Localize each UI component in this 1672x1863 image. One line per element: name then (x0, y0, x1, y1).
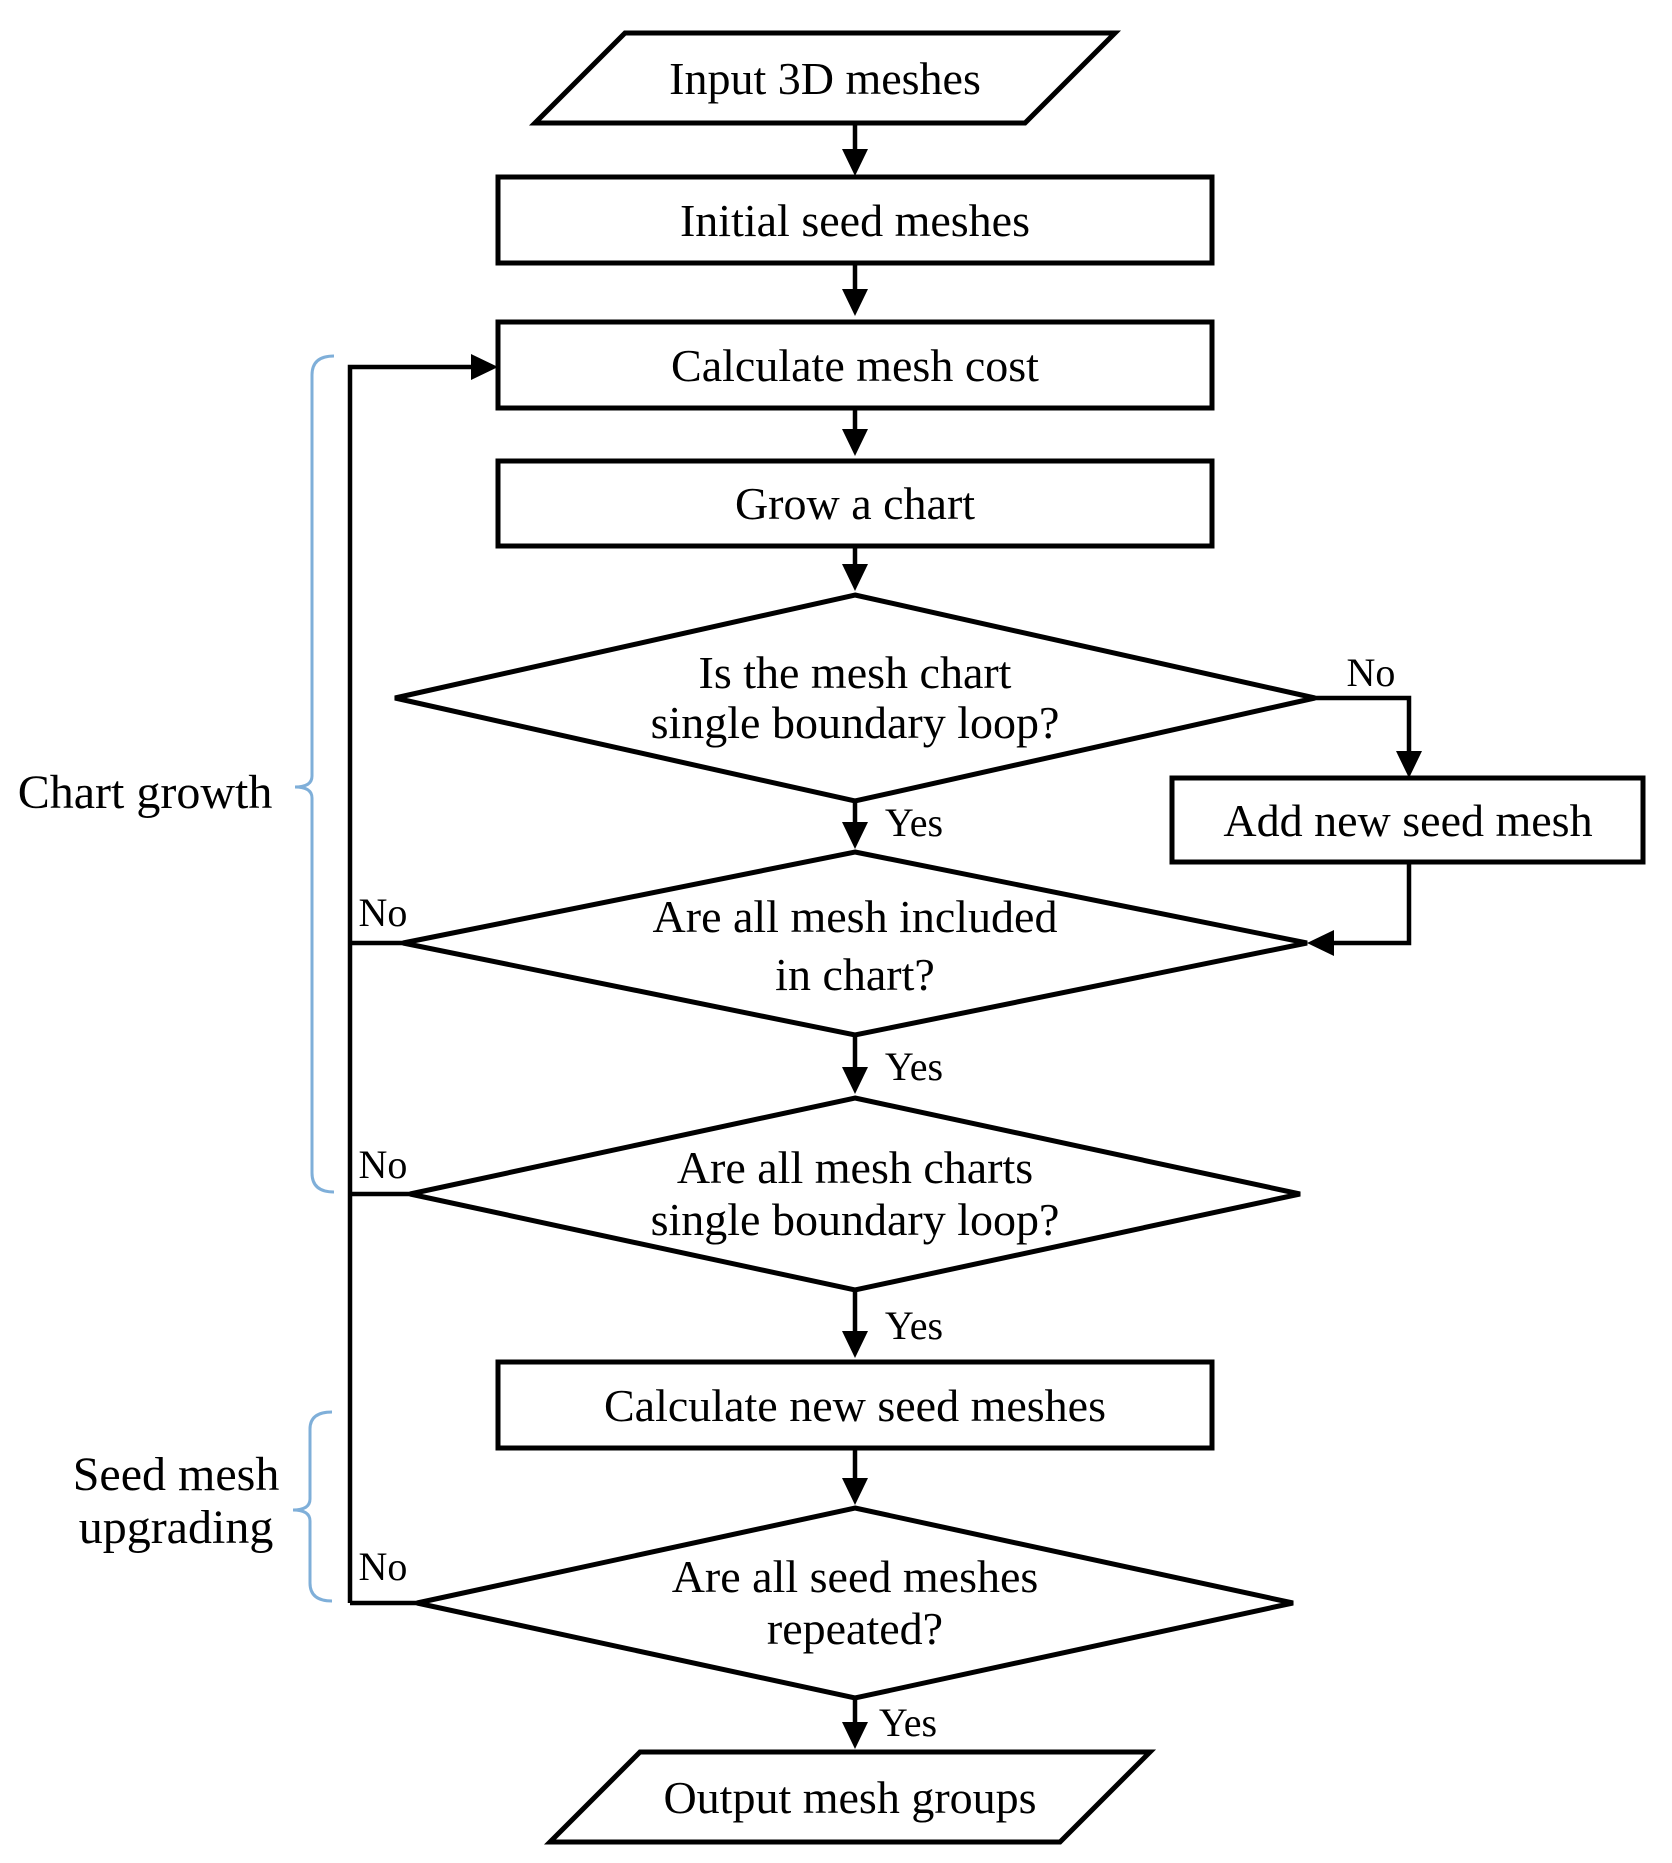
io-output-mesh-groups (543, 1749, 1157, 1845)
io-output-label: Output mesh groups (663, 1772, 1036, 1823)
process-initial-seed-meshes (495, 174, 1215, 266)
arrowhead-into-d3 (842, 1067, 868, 1094)
process-calculate-mesh-cost (495, 319, 1215, 411)
edge-feedback-line (347, 364, 473, 1603)
edge-addseed-to-d2 (1332, 862, 1412, 946)
decision-d4-line2: repeated? (767, 1603, 943, 1654)
process-add-seed-label: Add new seed mesh (1223, 795, 1592, 846)
label-no-d3: No (359, 1142, 408, 1187)
seed-mesh-upgrading-brace (292, 1410, 333, 1603)
decision-d1-line1: Is the mesh chart (699, 647, 1012, 698)
process-calculate-new-seed-meshes (495, 1359, 1215, 1451)
decision-all-mesh-included (402, 849, 1308, 1038)
decision-d1-line2: single boundary loop? (651, 697, 1060, 748)
decision-d3-line1: Are all mesh charts (677, 1142, 1033, 1193)
arrowhead-into-cost (842, 289, 868, 316)
process-calc-cost-label: Calculate mesh cost (671, 340, 1039, 391)
arrowhead-into-initial (842, 149, 868, 176)
edge-d1-no-branch (1315, 695, 1412, 753)
label-yes-d3: Yes (885, 1303, 943, 1348)
connector-lines (347, 123, 1412, 1724)
arrowhead-into-cost-left (471, 354, 498, 380)
flowchart-nodes: Input 3D meshes Initial seed meshes Calc… (394, 30, 1646, 1845)
decision-d3-line2: single boundary loop? (651, 1194, 1060, 1245)
phase-annotations: Chart growth Seed mesh upgrading (18, 354, 335, 1603)
arrowhead-into-output (842, 1722, 868, 1749)
arrowhead-into-grow (842, 429, 868, 456)
label-no-d4: No (359, 1544, 408, 1589)
chart-growth-brace (294, 354, 335, 1194)
label-no-d2: No (359, 890, 408, 935)
arrowhead-into-d2 (842, 822, 868, 849)
edge-labels: Yes Yes Yes Yes No No No No (359, 650, 1396, 1745)
label-yes-d1: Yes (885, 800, 943, 845)
decision-all-charts-single-loop (409, 1095, 1301, 1293)
arrowheads (471, 149, 1422, 1749)
arrowhead-into-calcnew (842, 1331, 868, 1358)
io-input-label: Input 3D meshes (669, 53, 981, 104)
process-calc-new-seed-label: Calculate new seed meshes (604, 1380, 1106, 1431)
process-initial-seed-label: Initial seed meshes (680, 195, 1030, 246)
label-no-d1: No (1347, 650, 1396, 695)
process-add-new-seed-mesh (1169, 775, 1646, 865)
arrowhead-into-d2-right (1307, 930, 1334, 956)
process-grow-a-chart (495, 458, 1215, 549)
chart-growth-label: Chart growth (18, 766, 273, 819)
decision-seed-meshes-repeated (416, 1505, 1294, 1701)
label-yes-d4: Yes (879, 1700, 937, 1745)
seed-mesh-upgrading-label-line2: upgrading (79, 1501, 274, 1554)
decision-d2-line1: Are all mesh included (653, 891, 1058, 942)
decision-single-boundary-loop (394, 592, 1316, 804)
io-input-3d-meshes (528, 30, 1122, 126)
process-grow-chart-label: Grow a chart (735, 478, 975, 529)
arrowhead-into-d1 (842, 564, 868, 591)
arrowhead-into-addseed (1396, 751, 1422, 778)
seed-mesh-upgrading-label-line1: Seed mesh (73, 1448, 280, 1501)
label-yes-d2: Yes (885, 1044, 943, 1089)
decision-d4-line1: Are all seed meshes (672, 1551, 1039, 1602)
arrowhead-into-d4 (842, 1478, 868, 1505)
decision-d2-line2: in chart? (775, 949, 935, 1000)
